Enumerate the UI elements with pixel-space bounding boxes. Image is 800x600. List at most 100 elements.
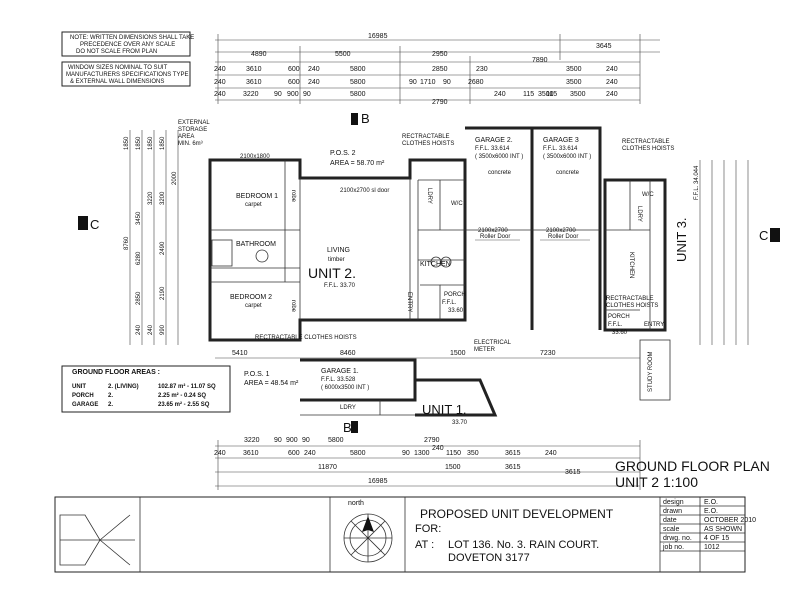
dim-label: 350 [467, 450, 479, 457]
dim-label: 3615 [565, 469, 581, 476]
unit-3-porch-ffl: F.F.L. [608, 322, 623, 328]
dim-label: 5410 [232, 350, 248, 357]
door-label: 2100x2700 sl door [340, 188, 389, 194]
field-label: design [663, 499, 684, 506]
clothes-hoist-label-5: RECTRACTABLE CLOTHES HOISTS [255, 335, 357, 341]
dim-label: 2790 [432, 99, 448, 106]
bottom-dimension-lines [215, 440, 641, 490]
unit-3-porch-level: 33.60 [612, 330, 628, 336]
svg-text:3200: 3200 [160, 191, 166, 205]
left-dimension-lines [129, 130, 179, 345]
note-1-line-2: PRECEDENCE OVER ANY SCALE [80, 42, 175, 48]
note-box-2 [61, 61, 191, 87]
svg-text:2000: 2000 [172, 171, 178, 185]
dim-label: 3500 [538, 91, 554, 98]
svg-text:2190: 2190 [160, 286, 166, 300]
area-row-unit: 2. [108, 402, 113, 408]
dim-label: 3500 [570, 91, 586, 98]
section-label-b-top: B [361, 111, 370, 126]
room-label-bathroom: BATHROOM [236, 241, 276, 248]
dim-label: 90 [402, 450, 410, 457]
electrical-meter-label-1: ELECTRICAL [474, 340, 512, 346]
area-row-label: PORCH [72, 393, 94, 399]
room-floor-bedroom-1: carpet [245, 202, 262, 208]
clothes-hoist-label-4: CLOTHES HOISTS [622, 146, 674, 152]
north-label: north [348, 500, 364, 507]
clothes-hoist-label-7: CLOTHES HOISTS [606, 303, 658, 309]
dim-label: 2950 [432, 51, 448, 58]
dim-label: 5800 [328, 437, 344, 444]
robe-label: robe [290, 300, 296, 313]
dim-label: 240 [304, 450, 316, 457]
note-2-line-1: WINDOW SIZES NOMINAL TO SUIT [68, 65, 168, 71]
dim-label: 600 [288, 450, 300, 457]
room-label-bedroom-2: BEDROOM 2 [230, 294, 272, 301]
garage-2-ffl: F.F.L. 33.614 [475, 146, 510, 152]
dim-label: 3615 [505, 450, 521, 457]
areas-table: UNIT 2. (LIVING) 102.87 m² - 11.07 SQ PO… [72, 383, 216, 408]
unit-3-wc: W/C [642, 192, 654, 198]
areas-box [61, 365, 231, 413]
dim-label: 240 [308, 66, 320, 73]
robe-label: robe [290, 190, 296, 203]
dim-label: 230 [476, 66, 488, 73]
field-value: 4 OF 15 [704, 535, 729, 542]
note-1-line-1: NOTE: WRITTEN DIMENSIONS SHALL TAKE [70, 35, 194, 41]
svg-text:1850: 1850 [148, 136, 154, 150]
garage-3-size: ( 3500x6000 INT ) [543, 154, 591, 160]
field-value: E.O. [704, 508, 718, 515]
dim-label: 2680 [468, 79, 484, 86]
dim-label: 240 [494, 91, 506, 98]
pos-2-label: P.O.S. 2 [330, 150, 356, 157]
unit-3-porch: PORCH [608, 314, 630, 320]
dim-label: 1150 [446, 450, 461, 457]
section-marker-c-right [770, 228, 780, 242]
garage-3-ffl: F.F.L. 33.614 [543, 146, 578, 152]
pos-1-area: AREA = 48.54 m² [244, 380, 299, 387]
dim-label: 3220 [243, 91, 259, 98]
garage-2-floor: concrete [488, 170, 512, 176]
unit-3-walls [603, 178, 667, 332]
for-label: FOR: [415, 523, 441, 535]
room-floor-bedroom-2: carpet [245, 303, 262, 309]
unit-1-level: 33.70 [452, 420, 468, 426]
study-room-outline [639, 339, 671, 401]
room-label-living: LIVING [327, 247, 350, 254]
field-label: drwg. no. [663, 535, 692, 542]
dim-label: 3610 [243, 450, 259, 457]
dim-label: 240 [214, 450, 226, 457]
drawing-title: GROUND FLOOR PLAN [615, 458, 770, 474]
clothes-hoist-label-6: RECTRACTABLE [606, 296, 654, 302]
dim-label: 240 [214, 91, 226, 98]
note-box-1 [61, 31, 191, 57]
dim-label: 3610 [246, 66, 262, 73]
svg-text:3450: 3450 [136, 211, 142, 225]
dim-label: 90 [409, 79, 417, 86]
field-label: date [663, 517, 677, 524]
garage-3-door-size: 2100x2700 [546, 228, 576, 234]
clothes-hoist-label-3: RECTRACTABLE [622, 139, 670, 145]
dim-label: 16985 [368, 33, 388, 40]
garages-2-3-walls [465, 126, 602, 330]
dim-label: 240 [214, 79, 226, 86]
dim-label: 240 [606, 66, 618, 73]
porch-ffl: F.F.L. [442, 300, 457, 306]
field-label: drawn [663, 508, 682, 515]
section-marker-b-bottom [351, 421, 358, 433]
dim-label: 3220 [244, 437, 260, 444]
dim-label: 1500 [450, 350, 466, 357]
svg-text:1850: 1850 [136, 136, 142, 150]
dim-label: 5800 [350, 66, 366, 73]
storage-note-line-2: STORAGE [178, 127, 207, 133]
field-label: job no. [662, 544, 684, 551]
electrical-meter-label-2: METER [474, 347, 496, 353]
dim-label: 3500 [566, 66, 582, 73]
field-value: 1012 [704, 544, 720, 551]
room-label-bedroom-1: BEDROOM 1 [236, 193, 278, 200]
dim-label: 240 [545, 450, 557, 457]
garage-2-door: Roller Door [480, 234, 510, 240]
garage-1-laundry: LDRY [340, 405, 356, 411]
dim-label: 240 [606, 91, 618, 98]
dim-label: 115 [523, 91, 534, 98]
